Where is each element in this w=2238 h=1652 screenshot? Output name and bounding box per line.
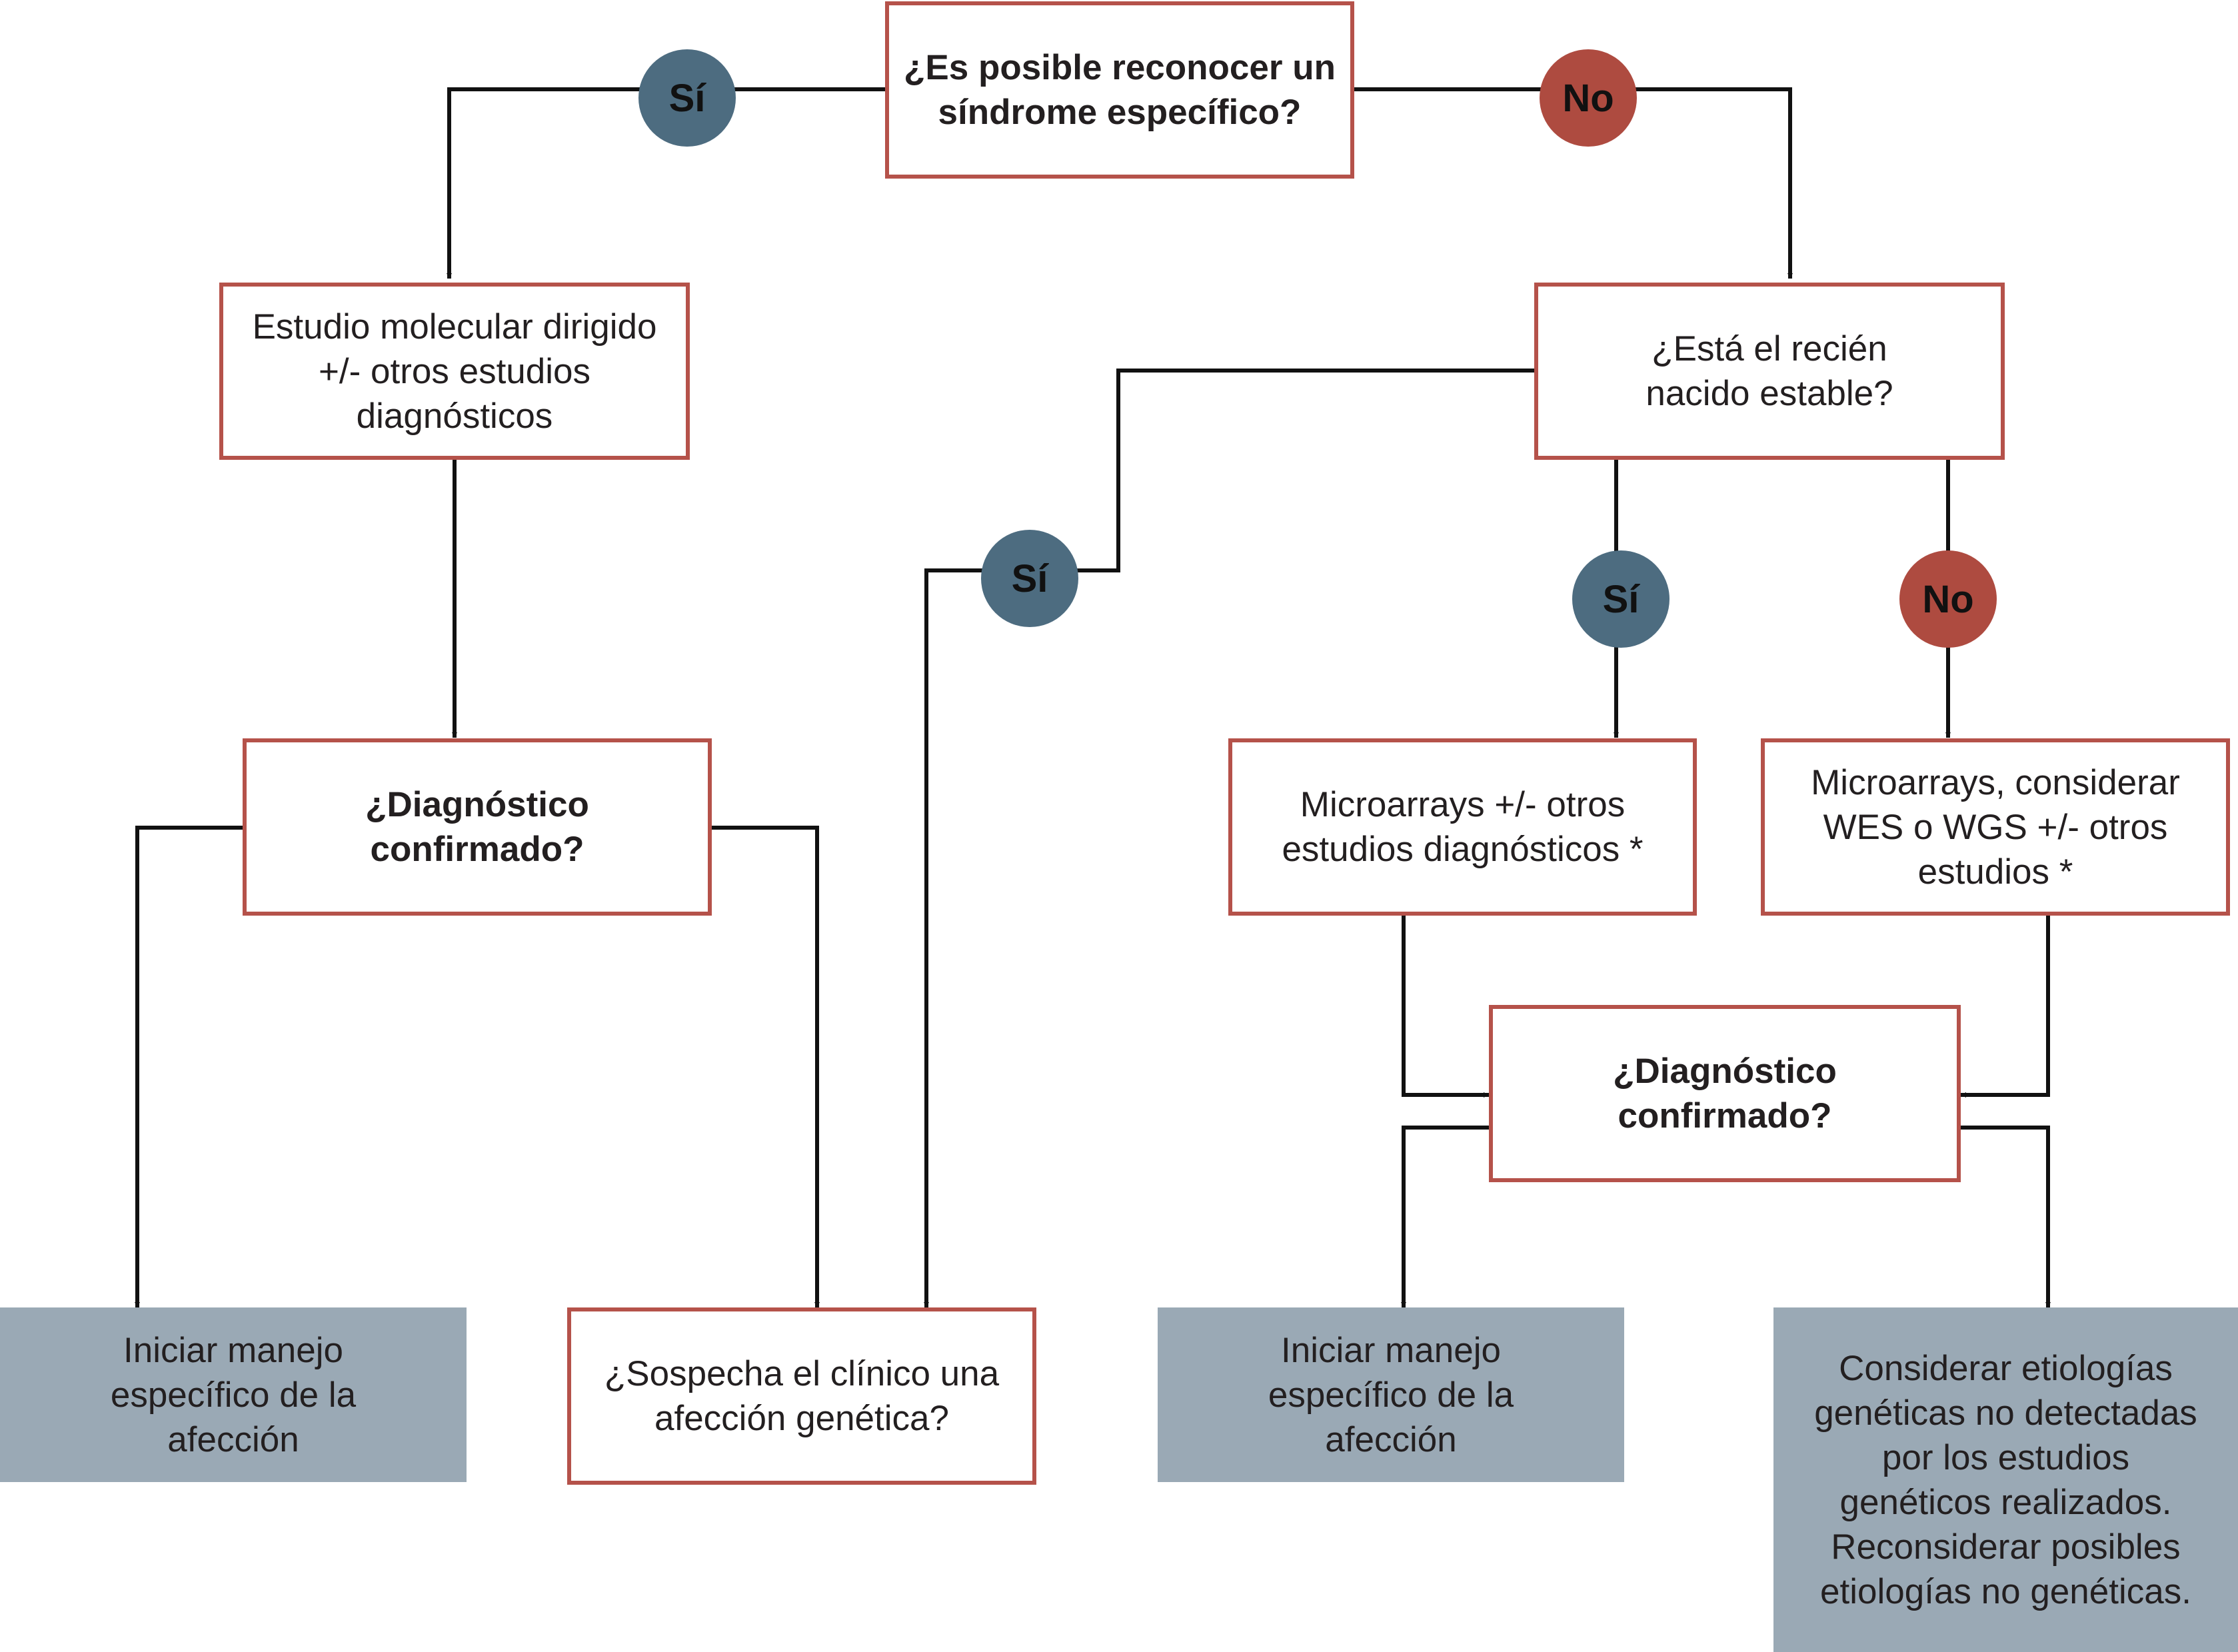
node-newborn-stable-label: ¿Está el recién nacido estable? <box>1646 329 1893 413</box>
badge-yes-syndrome: Sí <box>638 49 736 147</box>
edge-dx-right-yes <box>1401 1126 1489 1307</box>
node-recognize-syndrome-label: ¿Es posible reconocer un síndrome especí… <box>904 48 1336 132</box>
node-diagnosis-confirmed-right-label: ¿Diagnóstico confirmado? <box>1613 1052 1837 1136</box>
node-microarrays-wes-wgs: Microarrays, considerar WES o WGS +/- ot… <box>1761 738 2230 916</box>
node-start-management-left-label: Iniciar manejo específico de la afección <box>110 1330 357 1459</box>
node-clinician-suspects-genetic-label: ¿Sospecha el clínico una afección genéti… <box>604 1354 1000 1438</box>
node-targeted-molecular-study-label: Estudio molecular dirigido +/- otros est… <box>252 307 657 436</box>
node-start-management-right-label: Iniciar manejo específico de la afección <box>1268 1330 1514 1459</box>
badge-yes-stable: Sí <box>1572 550 1670 648</box>
node-microarrays-label: Microarrays +/- otros estudios diagnósti… <box>1282 785 1644 869</box>
edge-syndrome-no <box>1354 87 1793 279</box>
node-start-management-right: Iniciar manejo específico de la afección <box>1158 1307 1624 1482</box>
badge-no-syndrome: No <box>1540 49 1637 147</box>
node-clinician-suspects-genetic: ¿Sospecha el clínico una afección genéti… <box>567 1307 1036 1485</box>
edge-dx-left-no <box>712 826 820 1307</box>
edge-dx-right-no <box>1961 1126 2051 1307</box>
node-recognize-syndrome: ¿Es posible reconocer un síndrome especí… <box>885 1 1354 179</box>
badge-yes-stable-middle: Sí <box>981 530 1078 627</box>
edge-stable-yes-middle <box>924 369 1534 1307</box>
node-consider-etiologies-label: Considerar etiologías genéticas no detec… <box>1814 1348 2197 1611</box>
node-microarrays-wes-wgs-label: Microarrays, considerar WES o WGS +/- ot… <box>1811 762 2180 892</box>
badge-no-stable: No <box>1899 550 1997 648</box>
node-diagnosis-confirmed-left: ¿Diagnóstico confirmado? <box>243 738 712 916</box>
node-diagnosis-confirmed-right: ¿Diagnóstico confirmado? <box>1489 1005 1961 1182</box>
edge-wes-to-dx <box>1961 915 2050 1098</box>
node-diagnosis-confirmed-left-label: ¿Diagnóstico confirmado? <box>365 785 589 869</box>
node-microarrays: Microarrays +/- otros estudios diagnósti… <box>1228 738 1697 916</box>
node-start-management-left: Iniciar manejo específico de la afección <box>0 1307 467 1482</box>
node-consider-etiologies: Considerar etiologías genéticas no detec… <box>1773 1307 2238 1652</box>
node-newborn-stable: ¿Está el recién nacido estable? <box>1534 283 2005 460</box>
edge-microarrays-to-dx <box>1402 915 1489 1098</box>
edge-syndrome-yes <box>447 87 885 279</box>
node-targeted-molecular-study: Estudio molecular dirigido +/- otros est… <box>219 283 690 460</box>
edge-dx-left-yes <box>135 826 243 1307</box>
